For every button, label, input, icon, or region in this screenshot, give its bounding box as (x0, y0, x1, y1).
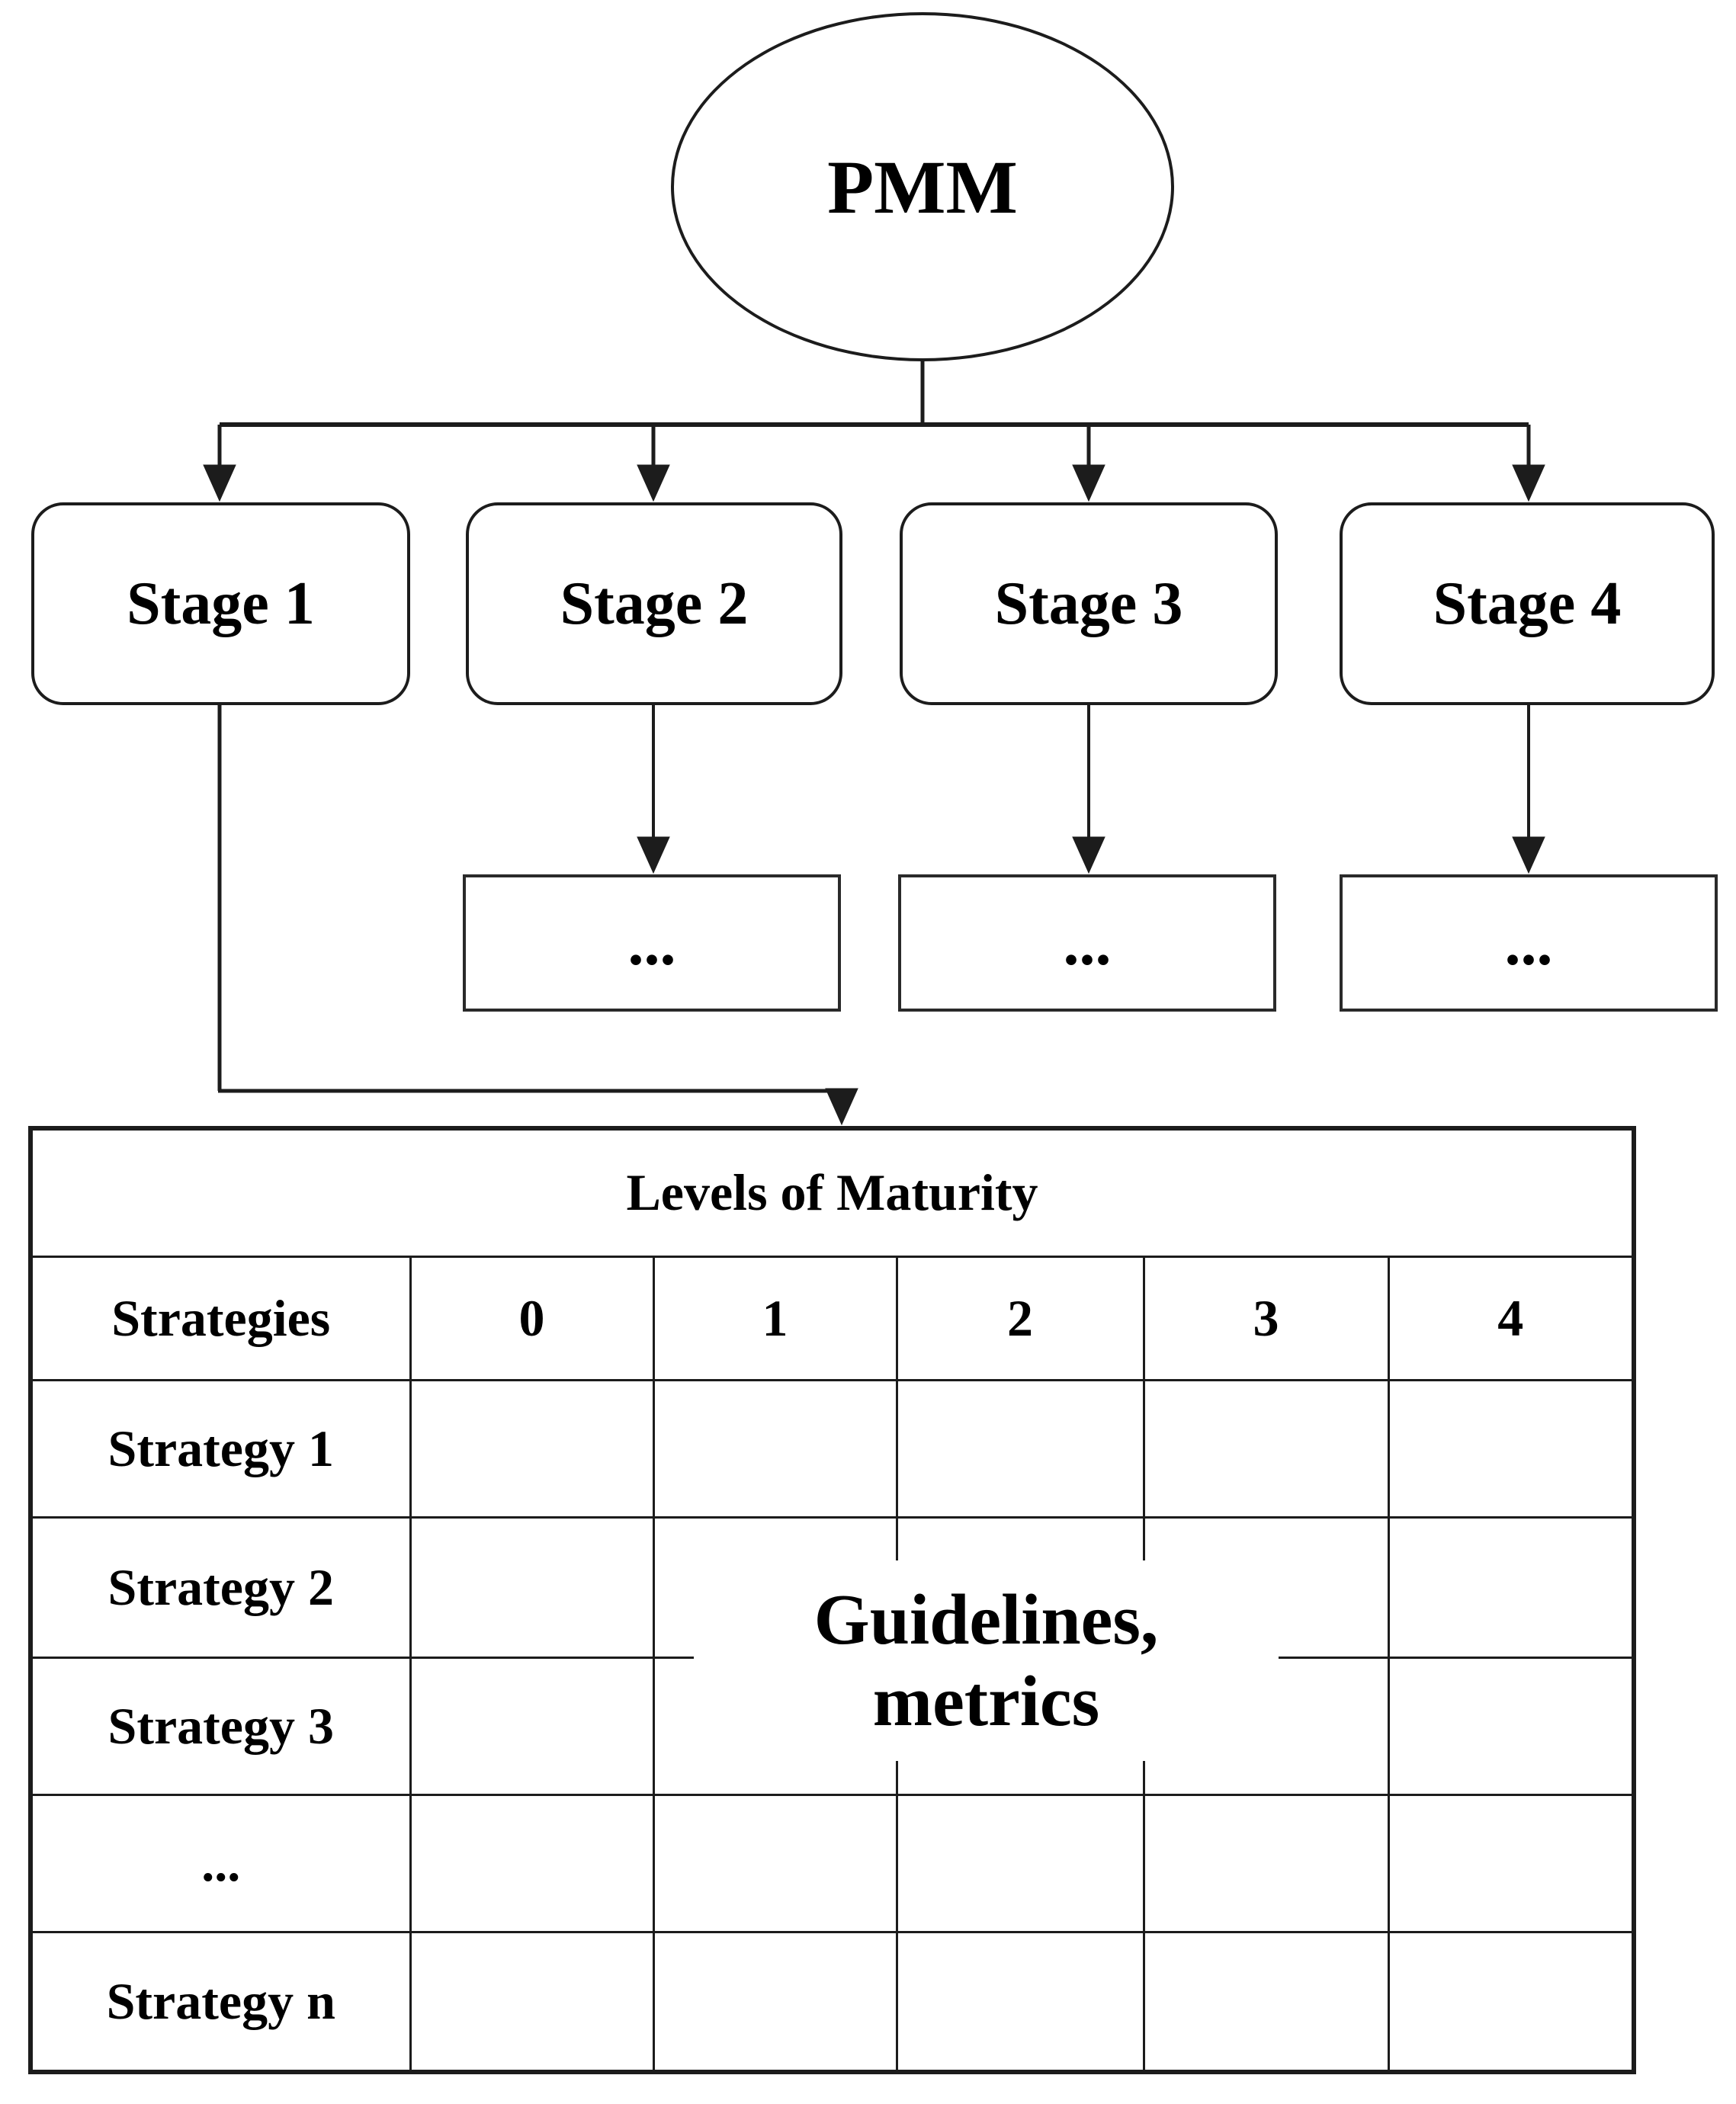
ellipsis-label: ... (627, 907, 676, 979)
arrowhead-icon (825, 1088, 858, 1126)
strategy-row-label: Strategy n (29, 1930, 412, 2074)
table-row: Strategy n (29, 1930, 1635, 2074)
ellipsis-box-2: ... (898, 874, 1276, 1012)
pmm-to-stages-connector (203, 359, 1545, 502)
stage-label: Stage 3 (994, 569, 1183, 637)
ellipsis-label: ... (1504, 907, 1553, 979)
matrix-cell (409, 1378, 655, 1519)
stage-node-1: Stage 1 (31, 502, 410, 705)
stage-label: Stage 2 (560, 569, 749, 637)
matrix-cell (1387, 1515, 1635, 1659)
matrix-cell (409, 1930, 655, 2074)
level-column-header: 4 (1387, 1255, 1635, 1381)
matrix-cell (895, 1930, 1145, 2074)
strategy-row-label: Strategy 3 (29, 1656, 412, 1796)
table-title-row: Levels of Maturity (29, 1127, 1635, 1258)
matrix-cell (652, 1378, 898, 1519)
matrix-cell (1387, 1656, 1635, 1796)
ellipsis-label: ... (1063, 907, 1112, 979)
level-column-header: 1 (652, 1255, 898, 1381)
matrix-cell (1387, 1930, 1635, 2074)
ellipsis-box-3: ... (1340, 874, 1718, 1012)
strategy-row-label: Strategy 2 (29, 1515, 412, 1659)
guidelines-note-line2: metrics (872, 1661, 1100, 1741)
arrowhead-icon (1512, 464, 1545, 502)
strategy-row-label: ... (29, 1793, 412, 1933)
matrix-cell (1387, 1378, 1635, 1519)
stage-label: Stage 4 (1433, 569, 1622, 637)
matrix-cell (652, 1793, 898, 1933)
strategy-row-label: Strategy 1 (29, 1378, 412, 1519)
matrix-cell (1142, 1793, 1390, 1933)
matrix-cell (1387, 1793, 1635, 1933)
level-column-header: 0 (409, 1255, 655, 1381)
table-row: Strategy 1 (29, 1378, 1635, 1519)
matrix-cell (895, 1378, 1145, 1519)
matrix-cell (1142, 1378, 1390, 1519)
matrix-cell (409, 1793, 655, 1933)
guidelines-note-line1: Guidelines, (813, 1580, 1159, 1660)
table-title: Levels of Maturity (29, 1127, 1635, 1258)
matrix-cell (409, 1515, 655, 1659)
pmm-root-node: PMM (671, 12, 1174, 361)
stage-node-3: Stage 3 (900, 502, 1278, 705)
arrowhead-icon (637, 836, 670, 874)
guidelines-note: Guidelines, metrics (694, 1560, 1279, 1761)
ellipsis-box-1: ... (463, 874, 841, 1012)
matrix-cell (409, 1656, 655, 1796)
row-header-strategies: Strategies (29, 1255, 412, 1381)
stage-to-dots-connectors (637, 705, 1545, 874)
table-row: ... (29, 1793, 1635, 1933)
stage-node-2: Stage 2 (466, 502, 842, 705)
level-column-header: 3 (1142, 1255, 1390, 1381)
stage1-to-table-connector (217, 705, 858, 1126)
arrowhead-icon (203, 464, 236, 502)
stage-label: Stage 1 (127, 569, 315, 637)
matrix-cell (652, 1930, 898, 2074)
table-header-row: Strategies 0 1 2 3 4 (29, 1255, 1635, 1381)
matrix-cell (1142, 1930, 1390, 2074)
arrowhead-icon (1072, 464, 1105, 502)
arrowhead-icon (1072, 836, 1105, 874)
stage-node-4: Stage 4 (1340, 502, 1715, 705)
matrix-cell (895, 1793, 1145, 1933)
pmm-root-label: PMM (827, 144, 1018, 229)
level-column-header: 2 (895, 1255, 1145, 1381)
arrowhead-icon (1512, 836, 1545, 874)
arrowhead-icon (637, 464, 670, 502)
